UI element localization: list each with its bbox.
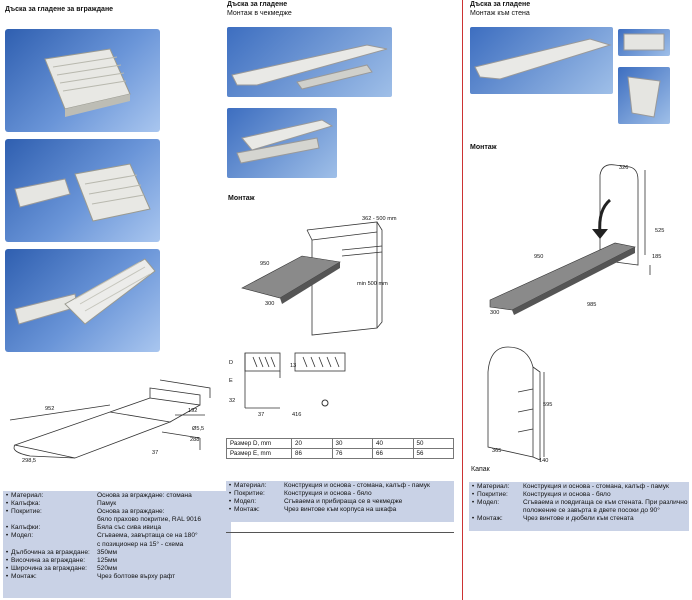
dim-298: 298,5	[22, 458, 36, 464]
dim-950: 950	[260, 261, 270, 267]
dim-32: 32	[229, 398, 236, 404]
table-cell: 50	[412, 438, 454, 449]
table-cell: 66	[372, 448, 414, 459]
col2-section-drawing	[244, 352, 346, 409]
col3-title: Дъска за гладене	[470, 1, 531, 8]
table-cell: 76	[331, 448, 373, 459]
column-divider	[462, 0, 463, 600]
col3-spec-box: •Материал:Конструкция и основа - стомана…	[469, 482, 689, 531]
table-cell: Размер E, mm	[226, 448, 292, 459]
spec-row: положение се завърта в двете посоки до 9…	[523, 507, 660, 515]
size-table: Размер D, mm 20 30 40 50 Размер E, mm 86…	[226, 438, 454, 459]
spec-row: •Материал:Конструкция и основа - стомана…	[471, 483, 669, 490]
col1-title: Дъска за гладене за вграждане	[5, 6, 114, 13]
table-row: Размер E, mm 86 76 66 56	[226, 448, 454, 459]
photo-board-open	[5, 249, 160, 352]
dim-min500: min 500 mm	[357, 281, 388, 287]
table-cell: 30	[331, 438, 373, 449]
table-row: Размер D, mm 20 30 40 50	[226, 438, 454, 449]
table-cell: 86	[291, 448, 333, 459]
col2-subtitle: Монтаж в чекмедже	[227, 10, 292, 17]
col3-subtitle: Монтаж към стена	[470, 10, 530, 17]
photo-drawer-mechanism	[227, 108, 337, 178]
spec-row: •Калъфка:Памук	[5, 500, 117, 508]
col2-spec-box: •Материал:Конструкция и основа - стомана…	[226, 481, 454, 522]
col2-mount-label: Монтаж	[228, 195, 255, 202]
photo-wall-board	[470, 27, 613, 94]
spec-row: •Покритие:Конструкция и основа - бяло	[228, 490, 372, 498]
dim-d: D	[229, 360, 234, 366]
col2-title: Дъска за гладене	[227, 1, 288, 8]
spec-row: •Модел:Сгъваема и прибираща се в чекмедж…	[228, 498, 403, 506]
dim-595: 595	[543, 402, 553, 408]
spec-row: •Материал:Основа за вграждане: стомана	[5, 492, 192, 499]
dim-300: 300	[265, 301, 275, 307]
dim-185: 185	[652, 254, 662, 260]
dim-416: 416	[292, 412, 302, 418]
dim-e: E	[229, 378, 233, 384]
spec-row: •Калъфки:Бяла със сива ивица	[5, 524, 162, 532]
dim-hole: Ø5,5	[192, 426, 205, 432]
spec-row: •Монтаж:Чрез винтове и дюбели към стенат…	[471, 515, 634, 523]
spec-row: •Модел:Сгъваема и повдигаща се към стена…	[471, 499, 688, 507]
spec-row: с позиционер на 15° - схема	[97, 540, 184, 548]
col1-drawing	[9, 379, 211, 459]
cover-drawing	[487, 346, 545, 461]
dim-140: 140	[539, 458, 549, 464]
spec-row: •Монтаж:Чрез болтове върху рафт	[5, 572, 176, 580]
divider	[226, 532, 454, 533]
dim-192: 192	[188, 408, 198, 414]
spec-row: •Модел:Сгъваема, завъртаща се на 180°	[5, 532, 198, 540]
dim-525: 525	[655, 228, 665, 234]
dim-300-wall: 300	[490, 310, 500, 316]
dim-952: 952	[45, 406, 55, 412]
spec-row: бяло праxово покритие, RAL 9016	[97, 516, 202, 524]
photo-wall-small-1	[618, 29, 670, 56]
photo-drawer-board	[227, 27, 392, 97]
dim-288: 288	[190, 437, 200, 443]
dim-950-wall: 950	[534, 254, 544, 260]
col2-mount-drawing	[241, 221, 383, 336]
spec-row: •Материал:Конструкция и основа - стомана…	[228, 482, 430, 489]
dim-362-500: 362 - 500 mm	[362, 216, 397, 222]
photo-folded-board	[5, 29, 160, 132]
col1-spec-box: •Материал:Основа за вграждане: стомана •…	[3, 491, 231, 598]
dim-37b: 37	[258, 412, 265, 418]
col3-mount-drawing	[489, 164, 651, 315]
dim-13: 13	[290, 363, 297, 369]
spec-row: •Покритие:Конструкция и основа - бяло	[471, 491, 611, 499]
table-cell: 20	[291, 438, 333, 449]
spec-row: •Дълбочина за вграждане:350мм	[5, 548, 118, 556]
spec-row: •Широчина за вграждане:520мм	[5, 564, 118, 572]
photo-board-unfolding	[5, 139, 160, 242]
spec-row: •Покритие:Основа за вграждане:	[5, 508, 165, 516]
dim-326: 326	[619, 165, 629, 171]
cover-label: Капак	[471, 466, 490, 473]
spec-row: •Монтаж:Чрез винтове към корпуса на шкаф…	[228, 506, 397, 514]
dim-37: 37	[152, 450, 159, 456]
dim-985: 985	[587, 302, 597, 308]
table-cell: 56	[412, 448, 454, 459]
photo-wall-small-2	[618, 67, 670, 124]
dim-365: 365	[492, 448, 502, 454]
table-cell: Размер D, mm	[226, 438, 292, 449]
spec-row: •Височина за вграждане:125мм	[5, 556, 118, 564]
table-cell: 40	[372, 438, 414, 449]
col3-mount-label: Монтаж	[470, 144, 497, 151]
